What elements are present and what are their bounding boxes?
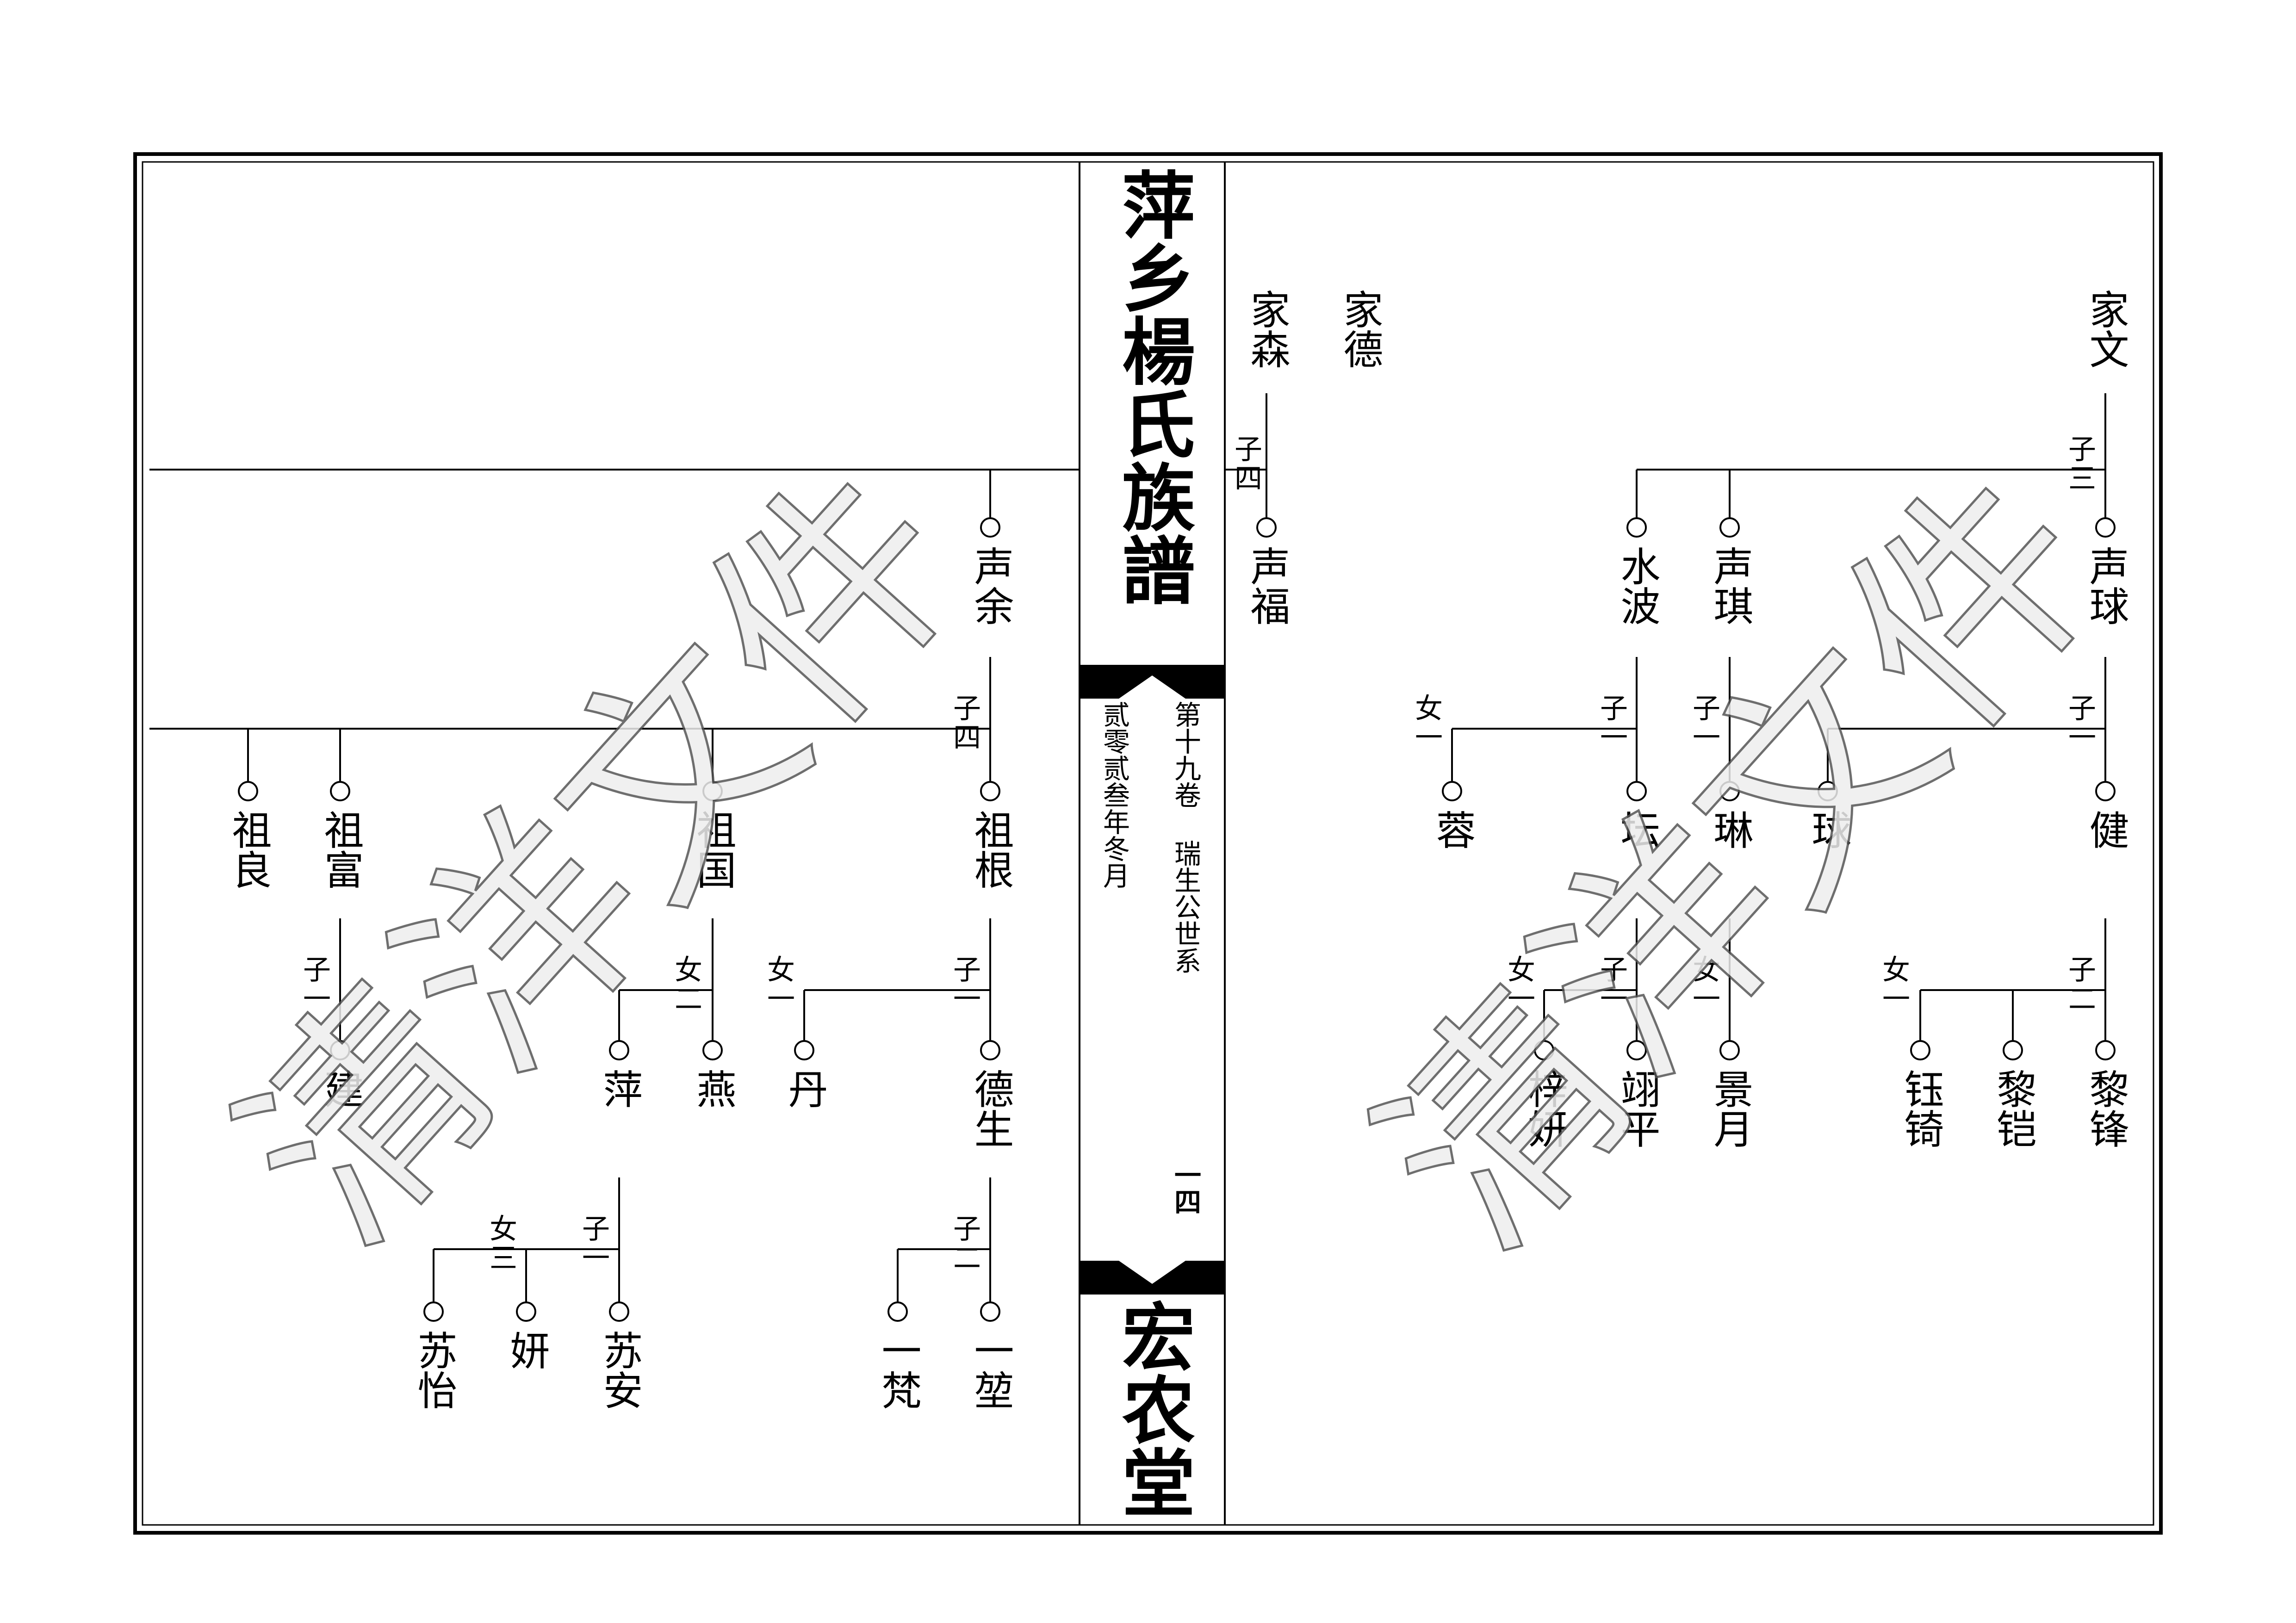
person-name: 声福: [1243, 546, 1290, 626]
bottom-fish-tail: [1080, 1261, 1225, 1295]
relation-label: 子: [953, 693, 981, 725]
person-name: 钰锜: [1897, 1069, 1943, 1148]
relation-label: 一: [767, 983, 795, 1016]
relation-label: 女: [1882, 954, 1910, 986]
person-name: 翊平: [1613, 1069, 1660, 1148]
relation-label: 女: [1693, 954, 1720, 986]
person-name: 一梵: [875, 1330, 921, 1410]
date-label: 贰零贰叁年冬月: [1098, 701, 1130, 889]
relation-label: 一: [1415, 722, 1443, 754]
person-name: 家森: [1243, 289, 1290, 369]
person-name: 德生: [967, 1069, 1013, 1148]
right-page-tree: [1225, 393, 2106, 1046]
person-name: 声琪: [1706, 546, 1753, 626]
person-name: 萍: [596, 1069, 642, 1109]
relation-label: 一: [1693, 983, 1720, 1016]
person-name: 家文: [2082, 289, 2128, 369]
relation-label: 子: [953, 954, 981, 986]
person-name: 声余: [967, 546, 1013, 626]
person-name: 建: [317, 1069, 363, 1109]
person-name: 梓妍: [1521, 1069, 1567, 1148]
relation-label: 一: [1600, 722, 1628, 754]
person-name: 健: [2082, 810, 2128, 849]
page-number: 一四: [1170, 1161, 1201, 1215]
relation-label: 子: [2068, 693, 2096, 725]
relation-label: 子: [2068, 954, 2096, 986]
person-name: 水波: [1613, 546, 1660, 626]
person-name: 黎铠: [1990, 1069, 2036, 1148]
branch-label: 瑞生公世系: [1170, 840, 1201, 974]
left-page-tree: [149, 469, 1080, 1302]
relation-label: 三: [2068, 463, 2096, 495]
person-name: 坛: [1613, 810, 1660, 849]
relation-label: 一: [582, 1242, 610, 1275]
left-page-nodes: [238, 517, 1000, 1322]
watermark-left: 清洋文件: [192, 422, 1011, 1290]
person-name: 苏怡: [410, 1330, 457, 1410]
relation-label: 女: [675, 954, 702, 986]
relation-label: 三: [490, 1242, 517, 1275]
person-name: 妍: [503, 1330, 549, 1370]
relation-label: 一: [303, 983, 331, 1016]
relation-label: 女: [1415, 693, 1443, 725]
relation-label: 一: [1508, 983, 1535, 1016]
person-name: 燕: [689, 1069, 736, 1109]
person-name: 声球: [2082, 546, 2128, 626]
relation-label: 四: [953, 722, 981, 754]
relation-label: 一: [2068, 722, 2096, 754]
relation-label: 子: [303, 954, 331, 986]
right-page-nodes: [1256, 517, 2116, 1060]
inner-border: [142, 161, 2154, 1526]
person-name: 祖国: [689, 810, 736, 889]
relation-label: 一: [1693, 722, 1720, 754]
person-name: 祖根: [967, 810, 1013, 889]
relation-label: 二: [675, 983, 702, 1016]
person-name: 祖良: [225, 810, 271, 889]
spine: 萍乡楊氏族譜 宏农堂 第十九卷 瑞生公世系 贰零贰叁年冬月 一四: [1079, 162, 1226, 1525]
person-name: 丹: [781, 1069, 827, 1109]
person-name: 黎锋: [2082, 1069, 2128, 1148]
relation-label: 四: [1235, 463, 1262, 495]
relation-label: 子: [1235, 434, 1262, 466]
relation-label: 子: [953, 1213, 981, 1245]
relation-label: 一: [953, 983, 981, 1016]
top-fish-tail: [1080, 665, 1225, 699]
relation-label: 女: [490, 1213, 517, 1245]
relation-label: 二: [2068, 983, 2096, 1016]
person-name: 蓉: [1429, 810, 1475, 849]
person-name: 苏安: [596, 1330, 642, 1410]
person-name: 球: [1805, 810, 1851, 849]
person-name: 琳: [1706, 810, 1753, 849]
relation-label: 一: [1882, 983, 1910, 1016]
person-name: 一堃: [967, 1330, 1013, 1410]
relation-label: 子: [2068, 434, 2096, 466]
volume-label: 第十九卷: [1170, 701, 1201, 808]
relation-label: 子: [1693, 693, 1720, 725]
relation-label: 女: [1508, 954, 1535, 986]
relation-label: 子: [582, 1213, 610, 1245]
relation-label: 一: [1600, 983, 1628, 1016]
hall-name: 宏农堂: [1110, 1299, 1195, 1518]
book-title: 萍乡楊氏族譜: [1110, 167, 1195, 606]
person-name: 家德: [1336, 289, 1383, 369]
relation-label: 二: [953, 1242, 981, 1275]
relation-label: 子: [1600, 954, 1628, 986]
person-name: 景月: [1706, 1069, 1753, 1148]
relation-label: 子: [1600, 693, 1628, 725]
relation-label: 女: [767, 954, 795, 986]
outer-border: [133, 152, 2163, 1535]
person-name: 祖富: [317, 810, 363, 889]
